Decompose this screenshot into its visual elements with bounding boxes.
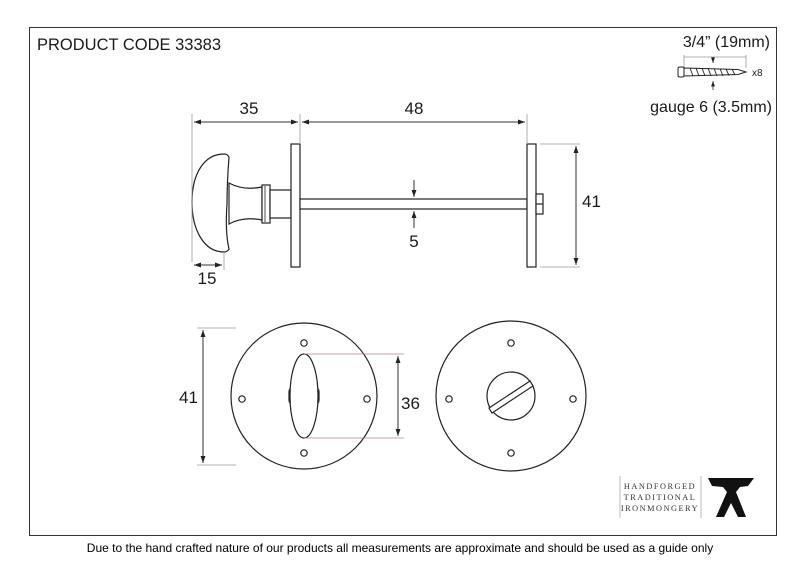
front-view-dimensions	[197, 327, 404, 466]
disclaimer-text: Due to the hand crafted nature of our pr…	[86, 541, 714, 555]
release-slot	[488, 380, 534, 414]
turn-height-dimension: 36	[401, 394, 420, 413]
screw-quantity: x8	[752, 68, 763, 79]
knob-dome	[191, 153, 230, 253]
brand-line-1: HANDFORGED	[624, 482, 696, 491]
rose-diameter-dimension: 41	[179, 388, 198, 407]
outer-rose-plate	[526, 143, 537, 268]
inner-rose-plate	[290, 143, 301, 268]
inner-rose-front-view	[230, 322, 378, 470]
brand-logo: HANDFORGED TRADITIONAL IRONMONGERY	[619, 476, 754, 518]
side-view	[191, 143, 544, 268]
brand-line-3: IRONMONGERY	[621, 504, 699, 513]
knob-collar	[261, 184, 271, 224]
product-code-title: PRODUCT CODE 33383	[37, 36, 221, 54]
side-view-dimensions	[191, 114, 580, 270]
knob-shank	[269, 189, 292, 219]
brand-line-2: TRADITIONAL	[624, 493, 697, 502]
outer-rose-front-view	[435, 320, 587, 472]
plate-height-dimension: 41	[582, 192, 601, 211]
drawing-frame	[29, 27, 777, 536]
spindle-bar	[299, 198, 528, 210]
anvil-icon	[708, 478, 754, 517]
screw-length-label: 3/4” (19mm)	[683, 34, 770, 51]
knob-width-dimension: 15	[198, 269, 217, 288]
knob-neck	[228, 181, 263, 226]
thumb-turn	[289, 353, 319, 439]
spindle-diameter-dimension: 5	[409, 232, 418, 251]
screw-icon	[677, 66, 748, 78]
knob-length-dimension: 35	[240, 99, 259, 118]
screw-gauge-label: gauge 6 (3.5mm)	[650, 99, 772, 116]
spindle-length-dimension: 48	[405, 99, 424, 118]
screw-spec: 3/4” (19mm) x8 gauge 6 (3.5mm)	[650, 34, 772, 116]
